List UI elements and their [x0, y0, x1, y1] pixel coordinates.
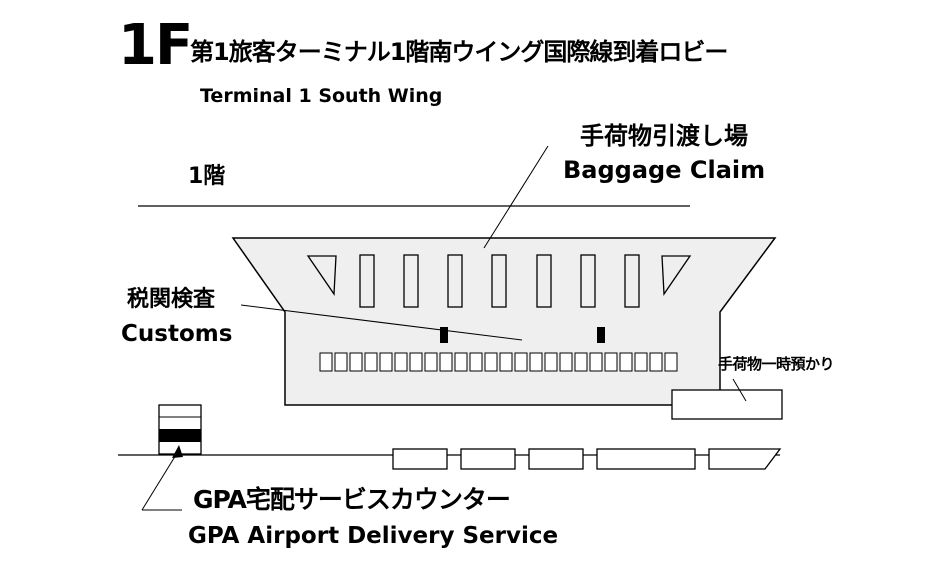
exit-door — [528, 448, 584, 470]
storage-leader — [732, 378, 747, 402]
customs-counter — [409, 352, 423, 372]
gpa-leader — [141, 449, 180, 511]
exit-door — [392, 448, 448, 470]
customs-counter — [484, 352, 498, 372]
gpa-label-jp: GPA宅配サービスカウンター — [193, 485, 511, 514]
baggage-storage-label: 手荷物一時預かり — [718, 355, 835, 373]
exit-door — [460, 448, 516, 470]
level-label: 1階 — [188, 164, 226, 189]
customs-counter — [364, 352, 378, 372]
customs-label-jp: 税関検査 — [127, 287, 216, 312]
customs-counter — [349, 352, 363, 372]
exit-door — [596, 448, 696, 470]
baggage-claim-leader — [483, 145, 549, 249]
customs-counter — [394, 352, 408, 372]
customs-counter — [469, 352, 483, 372]
carousel-right-triangle — [661, 255, 692, 296]
carousel — [403, 254, 419, 308]
baggage-storage-box — [671, 389, 783, 420]
customs-counter — [379, 352, 393, 372]
customs-counter — [664, 352, 678, 372]
customs-marker — [440, 327, 448, 343]
customs-counter — [439, 352, 453, 372]
customs-counter — [499, 352, 513, 372]
baggage-claim-label-en: Baggage Claim — [563, 156, 766, 184]
customs-counter — [544, 352, 558, 372]
carousel — [624, 254, 640, 308]
gpa-arrowhead — [172, 445, 183, 458]
customs-counter — [649, 352, 663, 372]
customs-counter — [589, 352, 603, 372]
carousel — [359, 254, 375, 308]
customs-counter — [634, 352, 648, 372]
floor-number: 1F — [118, 13, 193, 78]
customs-counter — [619, 352, 633, 372]
carousel — [447, 254, 463, 308]
customs-counter — [424, 352, 438, 372]
customs-leader — [240, 304, 523, 341]
customs-counter — [334, 352, 348, 372]
carousel-left-triangle — [306, 255, 337, 296]
carousel — [580, 254, 596, 308]
exit-door — [708, 448, 782, 470]
customs-counter — [454, 352, 468, 372]
customs-counter — [529, 352, 543, 372]
carousel — [536, 254, 552, 308]
customs-marker — [597, 327, 605, 343]
gpa-counter-highlight — [159, 429, 201, 442]
customs-counters — [319, 352, 678, 372]
customs-counter — [514, 352, 528, 372]
customs-counter — [574, 352, 588, 372]
customs-counter — [604, 352, 618, 372]
baggage-claim-label-jp: 手荷物引渡し場 — [580, 122, 748, 150]
baggage-carousels — [306, 254, 692, 308]
customs-counter — [559, 352, 573, 372]
gpa-label-en: GPA Airport Delivery Service — [188, 523, 559, 549]
page-title: 第1旅客ターミナル1階南ウイング国際線到着ロビー — [190, 38, 728, 66]
customs-label-en: Customs — [121, 321, 233, 347]
page-subtitle: Terminal 1 South Wing — [200, 85, 443, 107]
customs-counter — [319, 352, 333, 372]
carousel — [491, 254, 507, 308]
